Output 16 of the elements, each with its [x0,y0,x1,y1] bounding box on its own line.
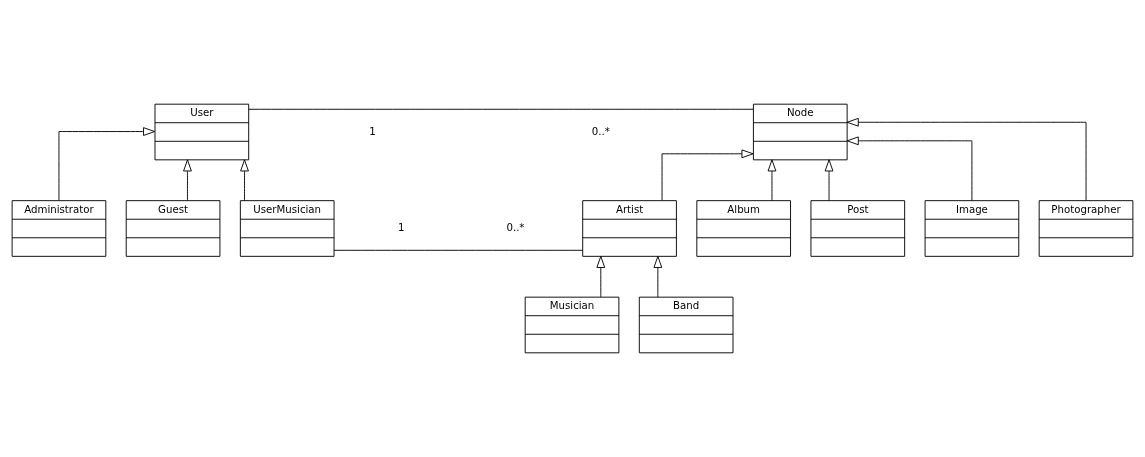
arrow [58,127,156,201]
arrow [767,159,777,202]
arrow [846,117,1087,202]
arrow [661,149,754,201]
connector [333,249,584,251]
connector [248,108,754,110]
arrow [596,255,606,298]
label: 1 [369,125,376,137]
label: 0..* [591,125,610,137]
arrow [824,159,834,202]
label: 1 [398,222,405,234]
arrow [653,255,663,298]
arrow [240,159,249,202]
label: 0..* [506,222,525,234]
arrow [846,136,973,201]
arrow [183,159,192,202]
